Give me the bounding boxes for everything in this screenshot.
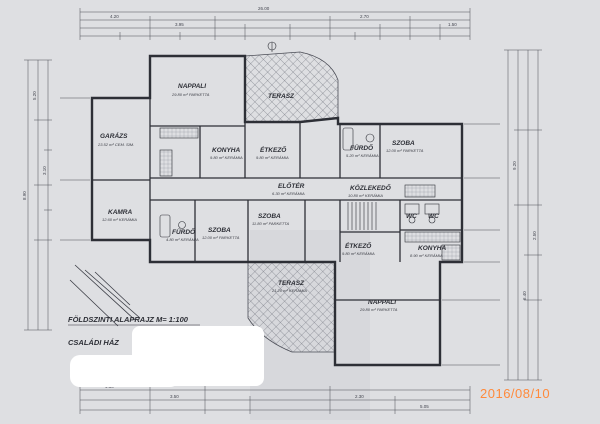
bottom-dimension-lines <box>79 386 471 414</box>
room-name-kamra: KAMRA <box>108 209 132 216</box>
dim-top-c: 2.70 <box>360 14 369 19</box>
dim-right-b: 6.40 <box>522 291 527 300</box>
room-name-wc-1: WC <box>406 213 417 220</box>
dim-bottom-b: 3.50 <box>170 394 179 399</box>
room-area-etkezo-south: 9.80 m² KERÁMIA <box>342 251 375 256</box>
room-name-szoba-south-1: SZOBA <box>208 227 231 234</box>
room-area-terasz-south: 21.20 m² KERÁMIA <box>271 288 307 293</box>
left-dimension-lines <box>24 59 52 331</box>
inner-walls <box>92 98 462 301</box>
dim-top-a: 4.20 <box>110 14 119 19</box>
dim-bottom-c: 2.30 <box>355 394 364 399</box>
right-dimension-lines <box>504 49 542 381</box>
redaction-patch-lower <box>70 355 180 387</box>
room-area-kamra: 12.60 m² KERÁMIA <box>102 217 137 222</box>
dim-right-c: 2.50 <box>532 231 537 240</box>
room-name-furdo-north: FÜRDŐ <box>350 143 373 152</box>
room-area-nappali-north: 29.80 m² PARKETTA <box>171 92 210 97</box>
kitchen-counters <box>159 127 461 261</box>
room-area-eloter: 6.30 m² KERÁMIA <box>272 191 305 196</box>
staircase <box>347 202 377 230</box>
room-name-nappali-south: NAPPALI <box>368 299 396 306</box>
room-name-konyha-south: KONYHA <box>418 245 446 252</box>
room-area-konyha-north: 9.80 m² KERÁMIA <box>210 155 243 160</box>
room-area-furdo-south: 4.80 m² KERÁMIA <box>166 237 199 242</box>
room-area-kozlekedo: 10.80 m² KERÁMIA <box>348 193 383 198</box>
south-terrace-crosshatch <box>248 262 335 352</box>
room-area-szoba-north: 12.00 m² PARKETTA <box>386 148 424 153</box>
room-name-szoba-north: SZOBA <box>392 140 415 147</box>
room-name-wc-2: WC <box>428 213 439 220</box>
dim-bottom-d: 5.05 <box>420 404 429 409</box>
bathroom-fixtures <box>159 127 440 238</box>
driveway-lines <box>69 264 141 327</box>
dim-top-total: 26.00 <box>258 6 270 11</box>
room-area-szoba-south-2: 11.80 m² PARKETTA <box>252 221 289 226</box>
room-name-etkezo-north: ÉTKEZŐ <box>260 145 286 154</box>
room-area-garazs: 23.52 m² CEM. SIM. <box>97 142 134 147</box>
room-name-eloter: ELŐTÉR <box>278 181 305 190</box>
dim-top-d: 1.50 <box>448 22 457 27</box>
room-area-konyha-south: 8.90 m² KERÁMIA <box>410 253 443 258</box>
dim-left-c: 8.90 <box>22 191 27 200</box>
room-name-furdo-south: FÜRDŐ <box>172 227 195 236</box>
room-area-furdo-north: 5.20 m² KERÁMIA <box>346 153 379 158</box>
room-name-kozlekedo: KÖZLEKEDŐ <box>350 183 391 192</box>
photo-date-stamp: 2016/08/10 <box>480 386 551 401</box>
room-name-szoba-south-2: SZOBA <box>258 213 281 220</box>
dim-left-b: 3.10 <box>42 166 47 175</box>
room-name-etkezo-south: ÉTKEZŐ <box>345 241 371 250</box>
room-name-garazs: GARÁZS <box>100 131 128 140</box>
structural-grid-ticks <box>60 97 500 366</box>
north-terrace-crosshatch <box>245 52 338 122</box>
room-name-konyha-north: KONYHA <box>212 147 240 154</box>
section-marker <box>267 41 277 52</box>
room-labels: GARÁZS 23.52 m² CEM. SIM. NAPPALI 29.80 … <box>97 83 446 312</box>
dim-right-a: 9.20 <box>512 161 517 170</box>
room-area-nappali-south: 29.80 m² PARKETTA <box>359 307 398 312</box>
dim-left-a: 5.20 <box>32 91 37 100</box>
room-name-terasz-north: TERASZ <box>268 93 295 100</box>
room-name-terasz-south: TERASZ <box>278 280 305 287</box>
room-name-nappali-north: NAPPALI <box>178 83 206 90</box>
room-area-etkezo-north: 9.80 m² KERÁMIA <box>256 155 289 160</box>
room-area-szoba-south-1: 12.00 m² PARKETTA <box>202 235 240 240</box>
dim-top-b: 3.95 <box>175 22 184 27</box>
drawing-subtitle: CSALÁDI HÁZ <box>68 338 119 347</box>
drawing-title: FÖLDSZINTI ALAPRAJZ M= 1:100 <box>68 315 189 324</box>
top-dimension-lines <box>79 8 471 40</box>
